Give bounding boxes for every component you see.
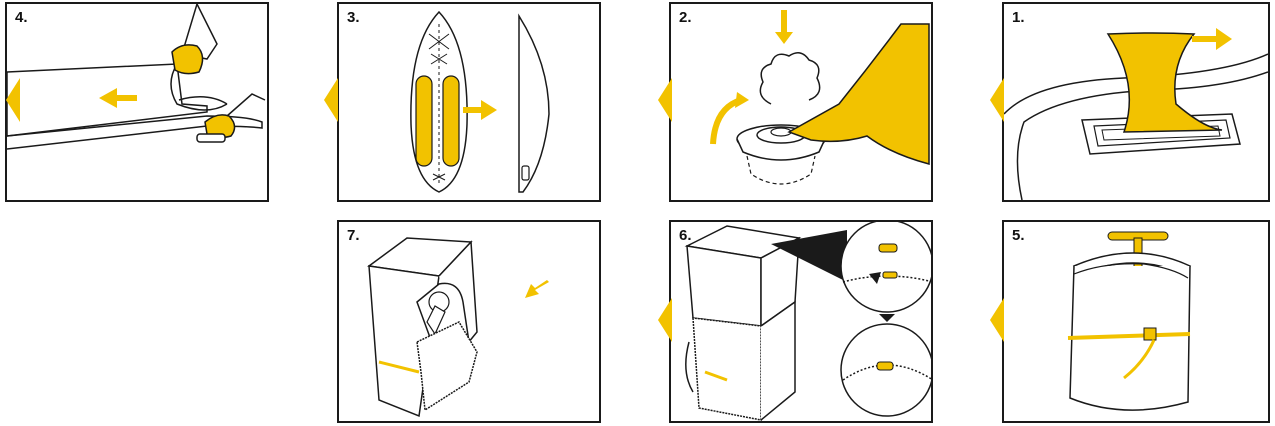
step-2-label: 2. xyxy=(679,9,692,26)
step-3-label: 3. xyxy=(347,9,360,26)
step-2-panel: 2. xyxy=(669,2,933,202)
step-6-label: 6. xyxy=(679,227,692,244)
board-deflate-illustration xyxy=(339,4,599,200)
direction-arrow-icon xyxy=(463,100,497,120)
step-6-panel: 6. xyxy=(669,220,933,423)
step-7-panel: 7. xyxy=(337,220,601,423)
chevron-left-icon xyxy=(990,78,1010,122)
step-1-panel: 1. xyxy=(1002,2,1270,202)
chevron-left-icon xyxy=(990,298,1010,342)
fin-removal-illustration xyxy=(1004,4,1268,200)
backpack-zip-illustration xyxy=(671,222,931,421)
step-3-panel: 3. xyxy=(337,2,601,202)
chevron-left-icon xyxy=(658,298,678,342)
chevron-left-icon xyxy=(658,78,678,122)
rolling-board-illustration xyxy=(7,4,267,200)
backpack-packed-illustration xyxy=(339,222,599,421)
direction-arrow-icon xyxy=(525,280,549,298)
step-7-label: 7. xyxy=(347,227,360,244)
chevron-left-icon xyxy=(324,78,344,122)
direction-arrow-icon xyxy=(775,10,793,44)
rolled-board-strap-illustration xyxy=(1004,222,1268,421)
step-5-label: 5. xyxy=(1012,227,1025,244)
valve-press-illustration xyxy=(671,4,931,200)
step-4-panel: 4. xyxy=(5,2,269,202)
step-1-label: 1. xyxy=(1012,9,1025,26)
step-4-label: 4. xyxy=(15,9,28,26)
chevron-left-icon xyxy=(0,78,20,122)
step-5-panel: 5. xyxy=(1002,220,1270,423)
direction-arrow-icon xyxy=(1192,28,1232,50)
